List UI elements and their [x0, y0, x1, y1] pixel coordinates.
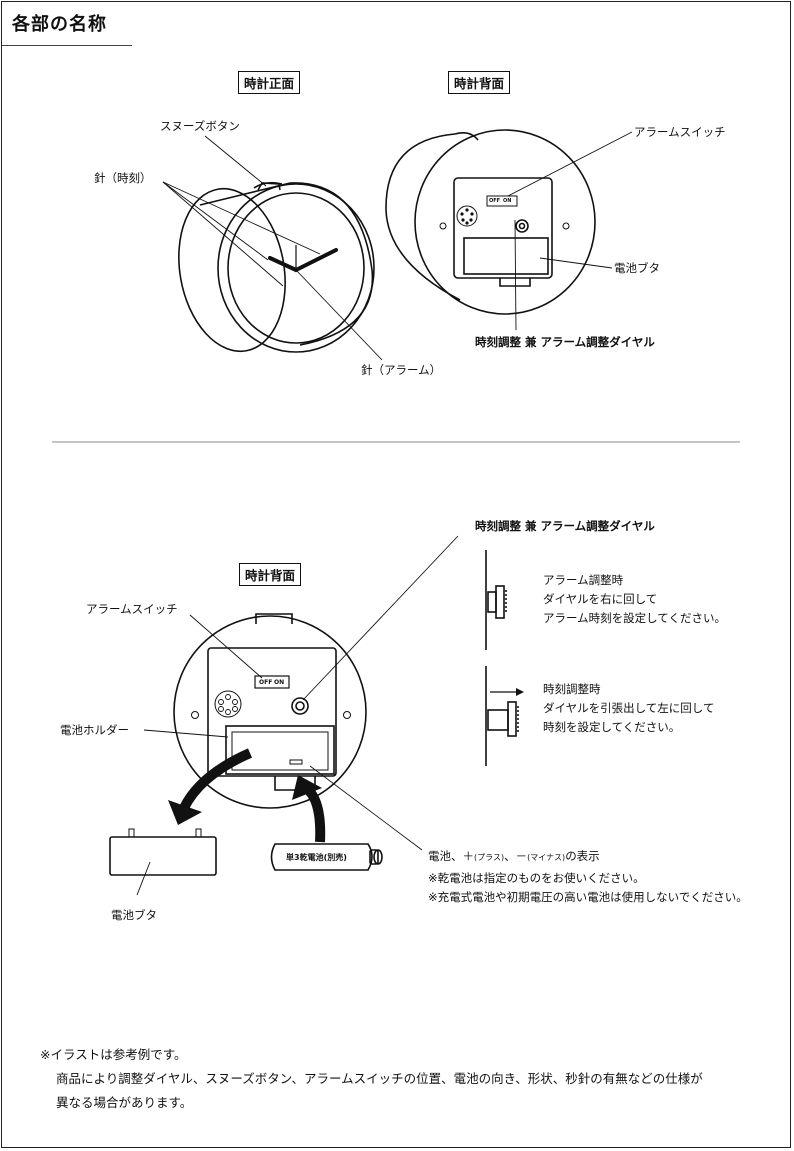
dial-label-bottom: 時刻調整 兼 アラーム調整ダイヤル	[475, 519, 655, 533]
switch-on-text-bottom: ON	[274, 679, 285, 686]
footer-line: 商品により調整ダイヤル、スヌーズボタン、アラームスイッチの位置、電池の向き、形状…	[56, 1071, 703, 1086]
polarity-plus: (プラス)	[474, 853, 505, 862]
remove-cover-arrow-icon	[168, 748, 253, 825]
footer-disclaimer: ※イラストは参考例です。 商品により調整ダイヤル、スヌーズボタン、アラームスイッ…	[40, 1043, 703, 1115]
aa-battery-illustration	[270, 843, 383, 871]
battery-note: ※充電式電池や初期電圧の高い電池は使用しないでください。	[428, 890, 748, 904]
alarm-adjust-heading: アラーム調整時	[543, 573, 624, 587]
dial-label-top: 時刻調整 兼 アラーム調整ダイヤル	[475, 335, 655, 349]
alarm-switch-label-top: アラームスイッチ	[634, 125, 726, 139]
leader-lines-top	[162, 131, 633, 361]
dial-diagram-time	[485, 666, 519, 766]
polarity-label: 電池、＋(プラス)、－(マイナス)の表示	[428, 848, 600, 864]
polarity-sep: 、－	[504, 849, 528, 863]
polarity-minus: (マイナス)	[527, 853, 566, 862]
footer-line: 異なる場合があります。	[56, 1095, 193, 1110]
back-view-label: 時計背面	[448, 71, 511, 94]
battery-cover-illustration	[109, 828, 217, 876]
leader-lines-bottom	[136, 535, 459, 896]
insert-battery-arrow-icon	[292, 775, 326, 843]
back-clock-illustration	[385, 129, 596, 315]
switch-off-text-top: OFF	[489, 198, 501, 204]
switch-on-text-top: ON	[503, 198, 512, 204]
footer-line: ※イラストは参考例です。	[40, 1047, 187, 1062]
battery-note: ※乾電池は指定のものをお使いください。	[428, 871, 645, 885]
battery-holder-label: 電池ホルダー	[60, 723, 129, 737]
dial-diagram-alarm	[485, 550, 507, 650]
battery-text: 単3乾電池(別売)	[286, 853, 347, 862]
battery-notes: ※乾電池は指定のものをお使いください。 ※充電式電池や初期電圧の高い電池は使用し…	[428, 869, 748, 907]
alarm-hand-label: 針（アラーム）	[361, 363, 442, 377]
snooze-button-label: スヌーズボタン	[160, 119, 240, 133]
time-adjust-step: ダイヤルを引張出して左に回して	[543, 701, 715, 715]
speaker-icon	[460, 208, 474, 225]
time-hands-label: 針（時刻）	[94, 171, 152, 185]
page-title: 各部の名称	[12, 14, 107, 35]
alarm-switch-label-bottom: アラームスイッチ	[86, 602, 178, 616]
switch-off-text-bottom: OFF	[259, 679, 273, 686]
front-clock-illustration	[178, 181, 375, 353]
time-adjust-instructions: 時刻調整時 ダイヤルを引張出して左に回して 時刻を設定してください。	[543, 680, 714, 737]
pull-arrow-icon	[516, 688, 524, 696]
time-adjust-step: 時刻を設定してください。	[543, 720, 681, 734]
back-view-label-bottom: 時計背面	[239, 563, 302, 586]
front-clock-hands	[268, 248, 338, 272]
alarm-adjust-step: ダイヤルを右に回して	[543, 592, 658, 606]
front-view-label: 時計正面	[238, 71, 301, 94]
battery-cover-label-bottom: 電池ブタ	[111, 908, 157, 922]
speaker-icon-bottom	[218, 694, 238, 715]
alarm-adjust-step: アラーム時刻を設定してください。	[543, 611, 726, 625]
bottom-back-clock	[173, 613, 367, 809]
title-underline	[2, 45, 132, 46]
polarity-main: 電池、＋	[428, 849, 474, 863]
polarity-end: の表示	[565, 849, 600, 863]
time-adjust-heading: 時刻調整時	[543, 682, 601, 696]
alarm-adjust-instructions: アラーム調整時 ダイヤルを右に回して アラーム時刻を設定してください。	[543, 571, 726, 628]
battery-cover-label-top: 電池ブタ	[614, 261, 660, 275]
